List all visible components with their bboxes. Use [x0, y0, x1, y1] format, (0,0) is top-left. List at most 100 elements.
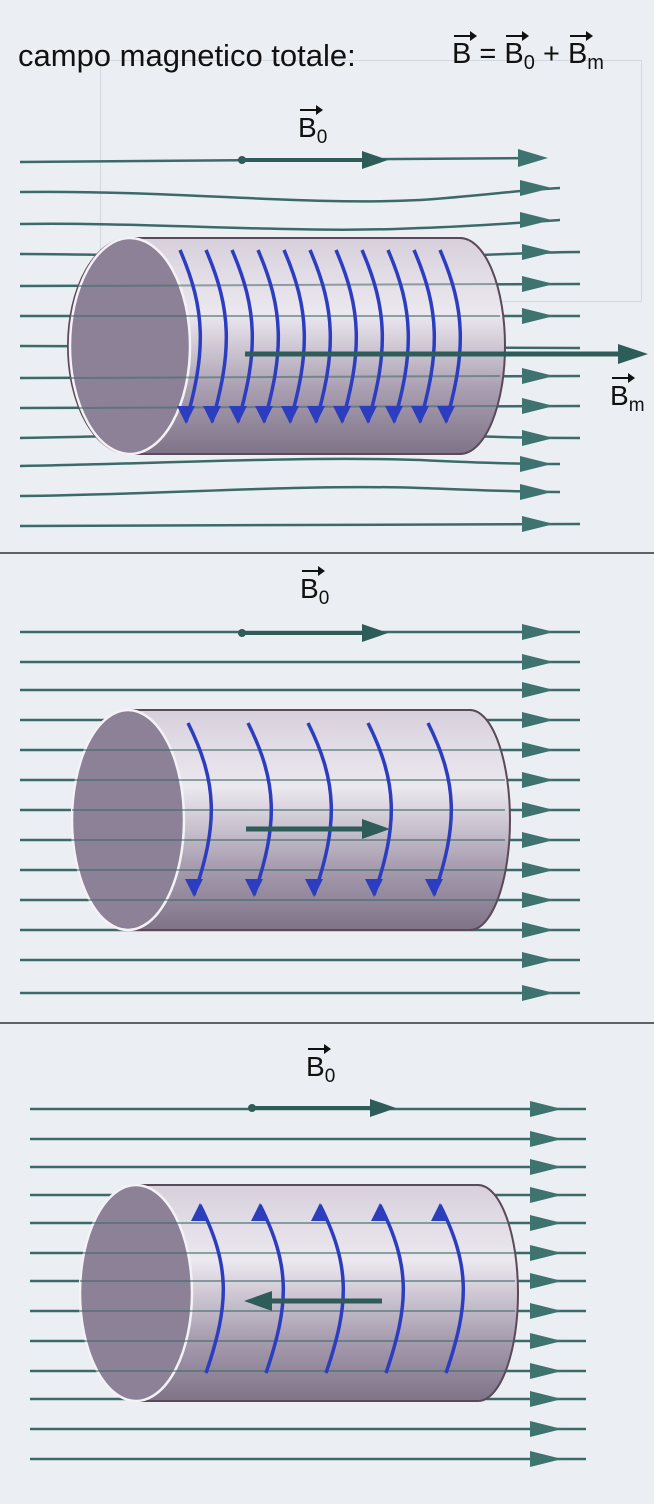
field-line	[19, 457, 561, 468]
coil-arrowhead	[365, 879, 383, 897]
bm-label: Bm	[610, 373, 645, 416]
field-arrowheads	[530, 1101, 562, 1467]
b0-base: B	[300, 573, 319, 604]
coil-turn	[426, 722, 453, 896]
coil-turn	[378, 1204, 405, 1374]
coil-turn	[308, 249, 332, 423]
coil-turn	[412, 249, 436, 423]
b0-vector-label: B0	[298, 105, 327, 148]
coil-arrowhead	[333, 406, 351, 424]
total-field-formula: B = B0 + Bm	[452, 31, 604, 74]
arrowhead	[530, 1187, 562, 1203]
coil-turn	[282, 249, 306, 423]
coil-arrowhead	[385, 406, 403, 424]
coil-turn	[438, 249, 462, 423]
cylinder	[67, 236, 506, 456]
b0-base: B	[306, 1051, 325, 1082]
arrowhead	[520, 456, 552, 472]
field-arrowheads	[522, 624, 554, 1001]
coil-currents	[191, 1203, 465, 1374]
arrowhead	[522, 654, 554, 670]
arrowhead	[530, 1363, 562, 1379]
arrowhead	[522, 772, 554, 788]
bm-subscript: m	[587, 52, 604, 74]
coil-currents	[177, 249, 462, 424]
coil-arrowhead	[311, 1203, 329, 1221]
arrowhead	[522, 430, 554, 446]
b0-base: B	[298, 112, 317, 143]
bm-vector-label: Bm	[610, 373, 645, 416]
coil-turn	[306, 722, 333, 896]
b0-subscript: 0	[523, 52, 535, 74]
cylinder-end-face	[68, 236, 192, 456]
cylinder-end-face	[78, 1183, 194, 1403]
cylinder	[78, 1183, 519, 1403]
panel2-drawing	[20, 624, 580, 1001]
field-lines-inside	[72, 749, 505, 901]
coil-arrowhead	[177, 406, 195, 424]
arrowhead	[530, 1273, 562, 1289]
arrowhead	[522, 244, 554, 260]
arrowhead	[522, 516, 554, 532]
coil-turn	[230, 249, 254, 423]
coil-arrowhead	[255, 406, 273, 424]
equals-sign: =	[479, 38, 497, 70]
coil-arrowhead	[307, 406, 325, 424]
arrowhead	[522, 922, 554, 938]
field-line	[19, 218, 561, 231]
coil-arrowhead	[305, 879, 323, 897]
arrowhead	[520, 180, 552, 196]
coil-turn	[360, 249, 384, 423]
b0-sub: 0	[316, 127, 328, 148]
field-line	[19, 186, 561, 203]
cylinder-end-face	[70, 708, 186, 932]
coil-arrowhead	[185, 879, 203, 897]
coil-turn	[366, 722, 393, 896]
coil-turn	[246, 722, 273, 896]
coil-turn	[258, 1204, 285, 1374]
coil-arrowhead	[281, 406, 299, 424]
vector-b: B	[452, 31, 478, 70]
vector-b0: B0	[504, 31, 535, 74]
coil-arrowhead	[371, 1203, 389, 1221]
b0-label: B0	[306, 1044, 335, 1087]
arrowhead	[522, 892, 554, 908]
panel-divider	[0, 552, 654, 554]
arrowhead	[522, 682, 554, 698]
arrowhead	[522, 832, 554, 848]
coil-turn	[256, 249, 280, 423]
panel-paramagnetic: B0 Bm	[0, 555, 654, 1025]
coil-arrowhead	[411, 406, 429, 424]
arrowhead	[522, 985, 554, 1001]
coil-arrowhead	[425, 879, 443, 897]
caption-text: campo magnetico totale:	[18, 38, 356, 73]
coil-turn	[204, 249, 228, 423]
coil-arrowhead	[245, 879, 263, 897]
field-line	[19, 522, 581, 528]
coil-turn	[178, 249, 202, 423]
coil-turn	[386, 249, 410, 423]
field-arrowheads	[518, 149, 554, 532]
panel-divider	[0, 1022, 654, 1024]
coil-turn	[438, 1204, 465, 1374]
cylinder	[70, 708, 511, 932]
panel-diamagnetic: B0 Bm	[0, 1025, 654, 1504]
arrowhead	[530, 1451, 562, 1467]
panel1-drawing	[19, 149, 648, 532]
bm-letter: B	[567, 38, 588, 70]
arrowhead	[518, 149, 548, 167]
arrowhead	[530, 1101, 562, 1117]
b0-vector-label: B0	[300, 566, 329, 609]
coil-turn	[186, 722, 213, 896]
bm-arrowhead	[362, 819, 390, 839]
coil-arrowhead	[431, 1203, 449, 1221]
coil-turn	[318, 1204, 345, 1374]
coil-arrowhead	[203, 406, 221, 424]
arrowhead	[522, 802, 554, 818]
b0-sub: 0	[318, 588, 330, 609]
vector-bm: Bm	[567, 31, 604, 74]
arrowhead	[520, 484, 552, 500]
arrowhead	[530, 1245, 562, 1261]
b0-vector-label: B0	[306, 1044, 335, 1087]
b0-label: B0	[298, 105, 327, 148]
